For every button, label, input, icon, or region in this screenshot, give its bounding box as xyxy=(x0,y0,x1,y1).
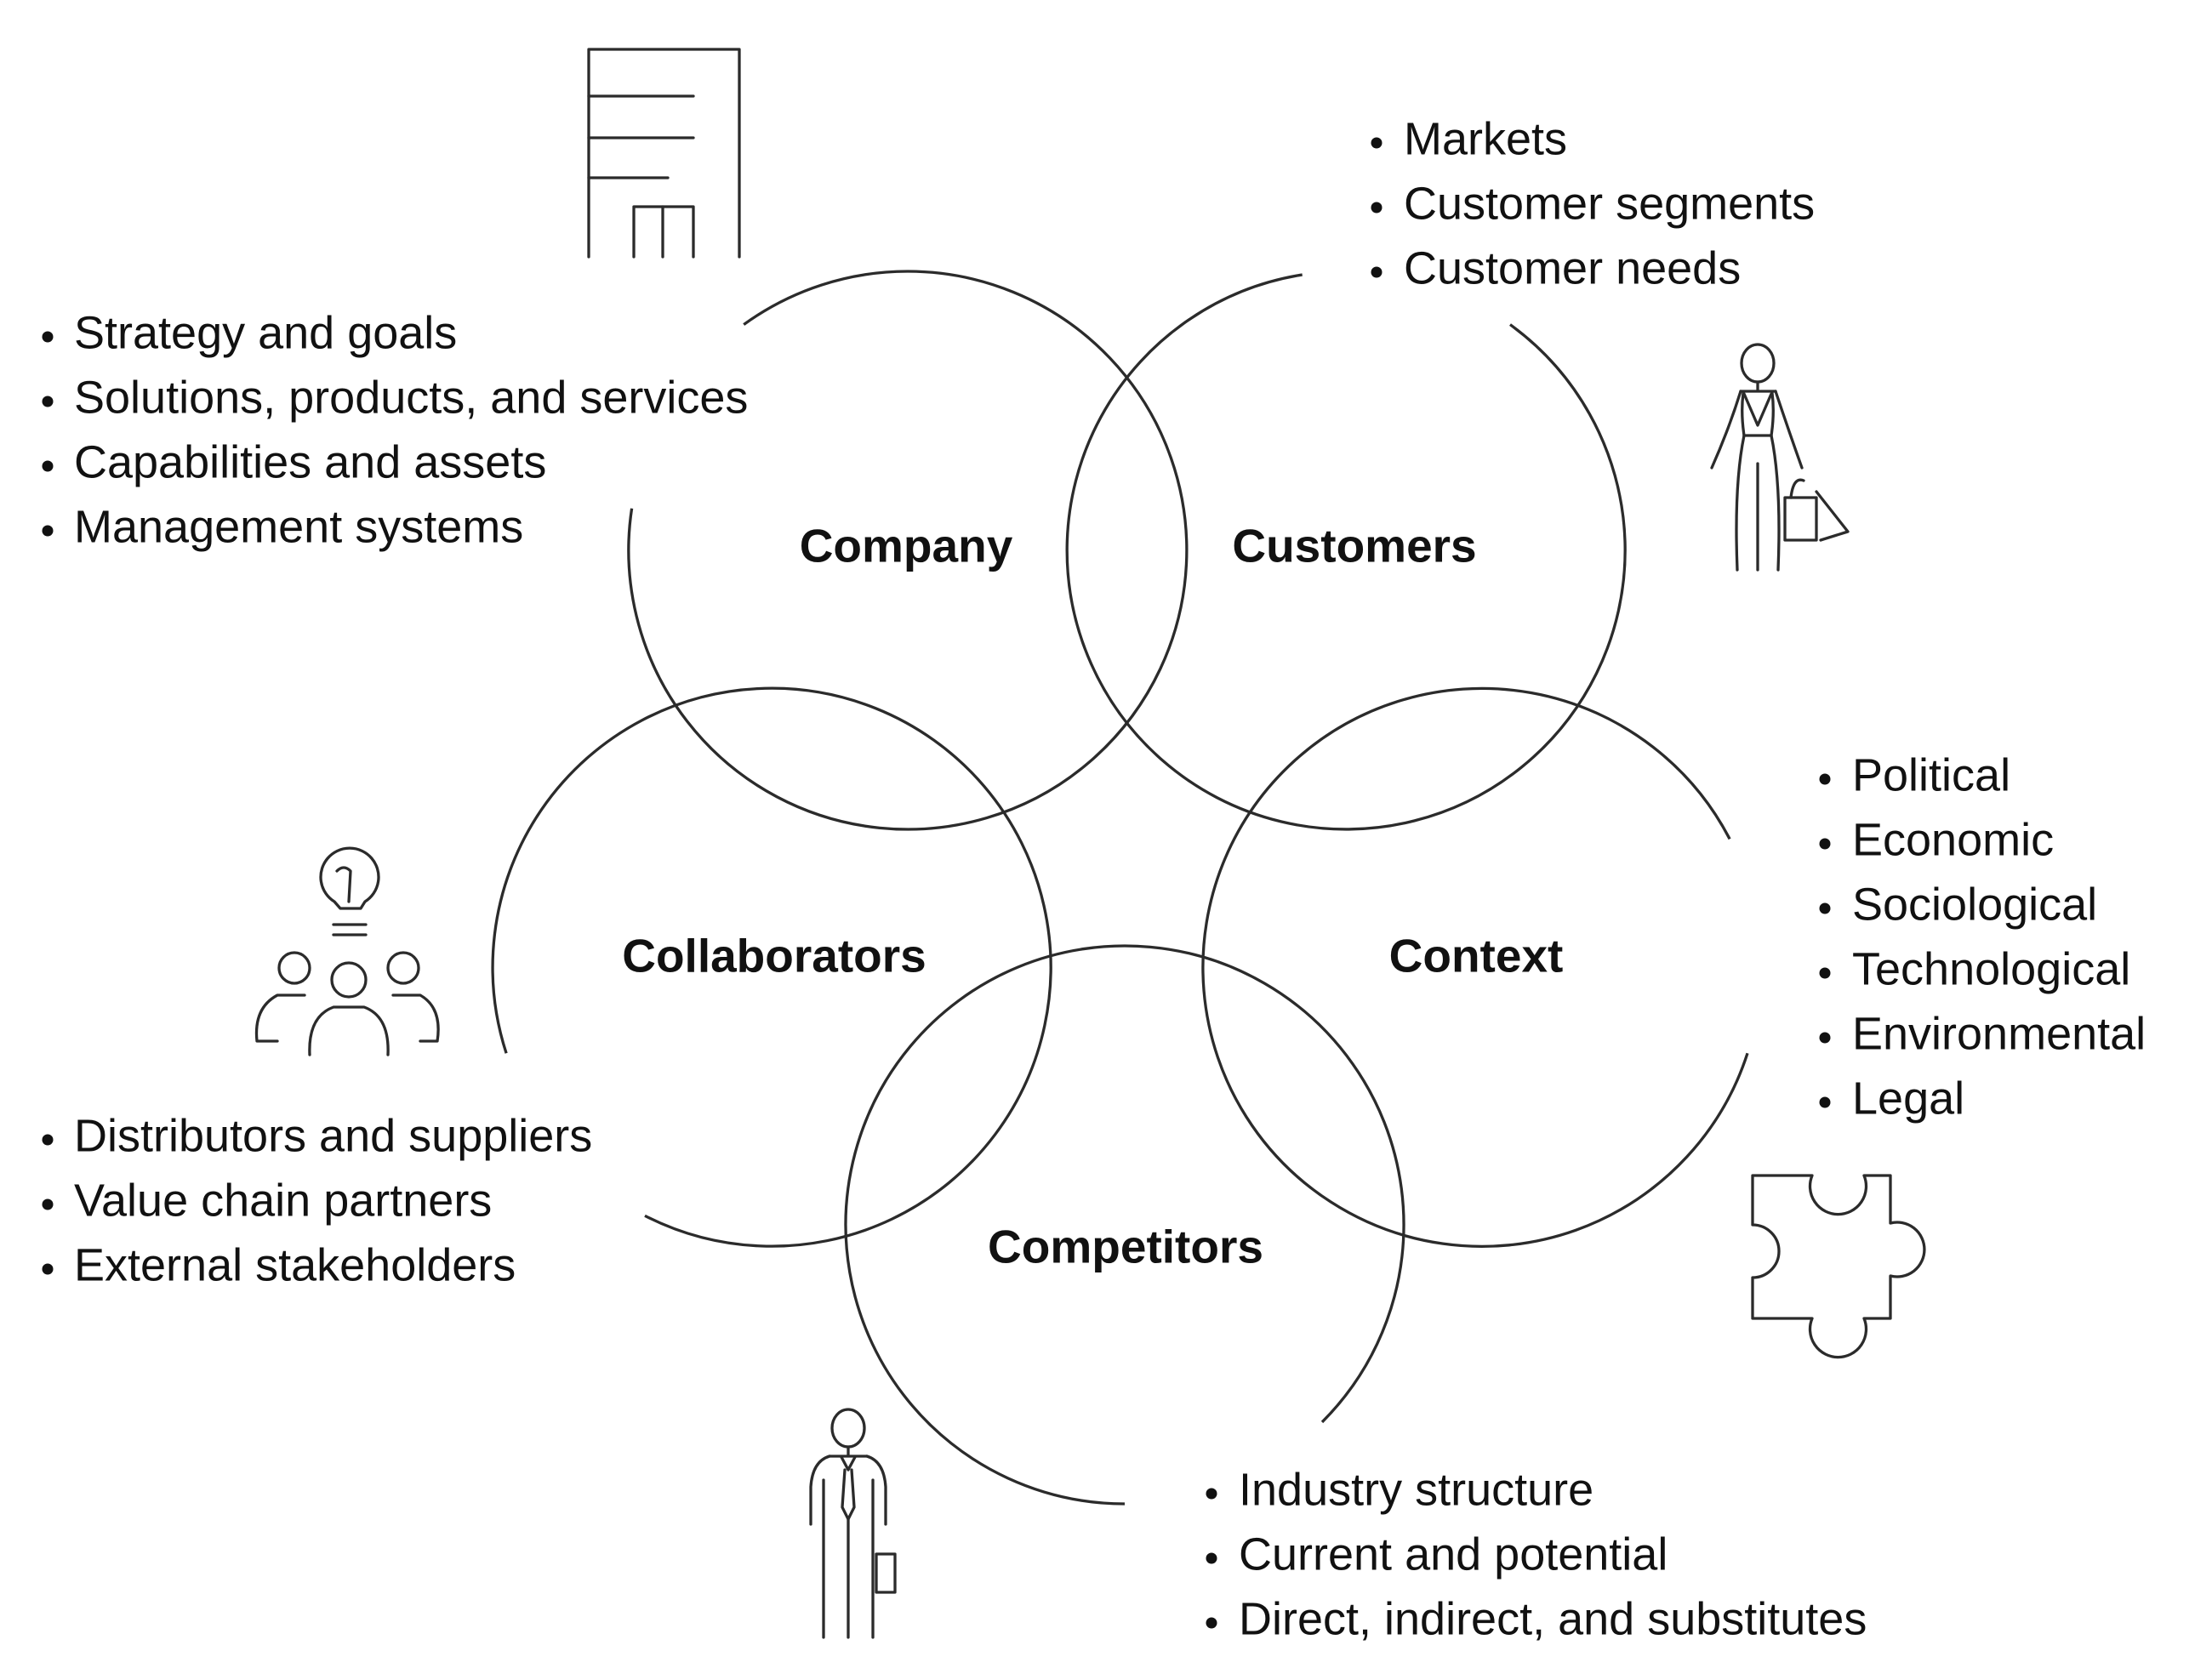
list-item: Industry structure xyxy=(1239,1464,1593,1515)
puzzle-piece-icon xyxy=(1751,1174,1926,1359)
bullet-dot xyxy=(42,460,54,472)
list-item: Solutions, products, and services xyxy=(74,372,748,423)
list-item: Management systems xyxy=(74,501,523,552)
list-item: Legal xyxy=(1852,1073,1964,1124)
company-circle xyxy=(627,270,1189,831)
competitors-list: Industry structure Current and potential… xyxy=(1206,1464,1867,1644)
bullet-dot xyxy=(1819,902,1831,914)
context-circle xyxy=(1201,686,1749,1248)
collaborators-list: Distributors and suppliers Value chain p… xyxy=(42,1110,592,1290)
competitors-circle xyxy=(844,944,1405,1506)
bullet-dot xyxy=(1819,773,1831,785)
building-icon xyxy=(587,48,741,259)
circle-labels: Company Customers Collaborators Context … xyxy=(622,520,1563,1273)
list-item: Political xyxy=(1852,749,2010,800)
bullet-dot xyxy=(42,1198,54,1210)
team-idea-icon xyxy=(254,846,440,1056)
list-item: Distributors and suppliers xyxy=(74,1110,592,1161)
bullet-dot xyxy=(1206,1617,1217,1629)
list-item: Customer segments xyxy=(1404,178,1815,229)
competitors-label: Competitors xyxy=(988,1221,1263,1273)
bullet-dot xyxy=(1371,137,1382,149)
bullet-dot xyxy=(1371,202,1382,213)
bullet-dot xyxy=(42,1134,54,1146)
bullet-dot xyxy=(42,331,54,343)
diagram-circles xyxy=(491,270,1749,1506)
customers-label: Customers xyxy=(1232,520,1476,572)
company-list: Strategy and goals Solutions, products, … xyxy=(42,307,748,552)
list-item: Value chain partners xyxy=(74,1175,492,1226)
businessman-icon xyxy=(809,1408,897,1639)
list-item: Economic xyxy=(1852,814,2054,865)
collaborators-circle xyxy=(491,686,1052,1248)
list-item: Environmental xyxy=(1852,1008,2146,1059)
bullet-dot xyxy=(1819,838,1831,850)
list-item: Strategy and goals xyxy=(74,307,457,358)
list-item: Sociological xyxy=(1852,879,2097,930)
bullet-dot xyxy=(1819,1096,1831,1108)
list-item: Direct, indirect, and substitutes xyxy=(1239,1593,1867,1644)
bullet-dot xyxy=(1206,1552,1217,1564)
context-list: Political Economic Sociological Technolo… xyxy=(1819,749,2146,1124)
bullet-dot xyxy=(1819,1032,1831,1044)
bullet-dot xyxy=(42,525,54,537)
list-item: Customer needs xyxy=(1404,242,1741,293)
list-item: External stakeholders xyxy=(74,1239,516,1290)
customers-list: Markets Customer segments Customer needs xyxy=(1371,113,1815,293)
company-label: Company xyxy=(800,520,1013,572)
bullet-dot xyxy=(42,1263,54,1275)
bullet-dot xyxy=(1371,266,1382,278)
context-label: Context xyxy=(1389,930,1564,982)
list-item: Technological xyxy=(1852,943,2130,994)
collaborators-label: Collaborators xyxy=(622,930,926,982)
customers-circle xyxy=(1065,273,1627,831)
shopper-woman-icon xyxy=(1710,343,1850,572)
bullet-dot xyxy=(42,396,54,407)
list-item: Current and potential xyxy=(1239,1529,1668,1580)
list-item: Capabilities and assets xyxy=(74,436,546,487)
bullet-dot xyxy=(1819,967,1831,979)
list-item: Markets xyxy=(1404,113,1567,164)
bullet-dot xyxy=(1206,1488,1217,1500)
